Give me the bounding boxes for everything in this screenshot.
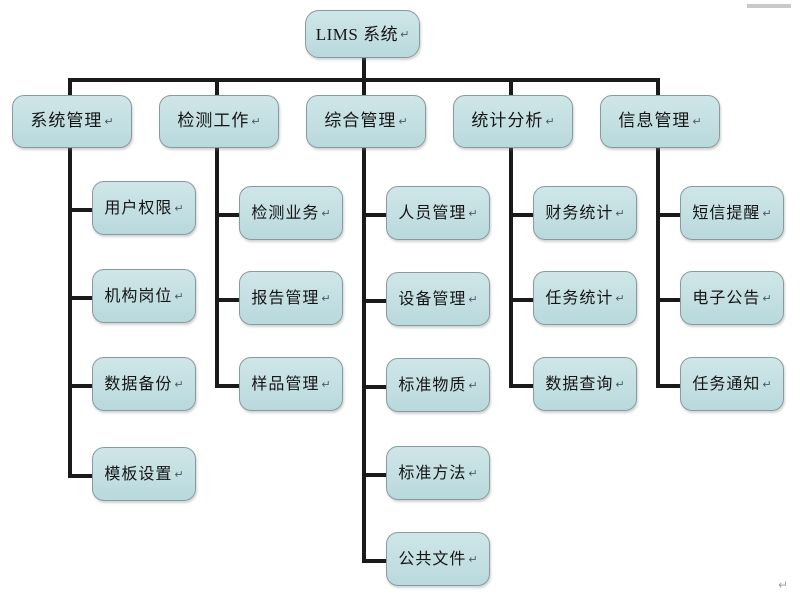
node-branch-1-child-1-label: 用户权限 — [104, 198, 173, 217]
connector-spine-branch-4 — [509, 148, 513, 388]
node-branch-3-child-5-label: 公共文件 — [398, 549, 467, 568]
node-branch-1-child-2-label: 机构岗位 — [104, 286, 173, 305]
node-branch-3-child-2[interactable]: 设备管理↵ — [386, 272, 490, 326]
node-branch-3-child-1-label: 人员管理 — [398, 203, 467, 222]
node-branch-1-child-3-label: 数据备份 — [104, 374, 173, 393]
node-branch-4-child-3-label: 数据查询 — [545, 374, 614, 393]
node-branch-2-child-3-label: 样品管理 — [251, 374, 320, 393]
node-branch-1-child-2[interactable]: 机构岗位↵ — [92, 269, 196, 323]
node-branch-4-child-1-label: 财务统计 — [545, 203, 614, 222]
return-mark-icon: ↵ — [400, 27, 410, 41]
node-branch-4[interactable]: 统计分析↵ — [453, 95, 573, 148]
node-branch-5-child-3-label: 任务通知 — [692, 374, 761, 393]
return-mark-icon: ↵ — [545, 115, 555, 128]
connector-stub-1-4 — [68, 474, 94, 478]
connector-spine-branch-3 — [362, 148, 366, 562]
node-branch-1-child-3[interactable]: 数据备份↵ — [92, 357, 196, 411]
connector-stub-1-3 — [68, 384, 94, 388]
node-branch-2-child-2-label: 报告管理 — [251, 288, 320, 307]
node-branch-4-child-1[interactable]: 财务统计↵ — [533, 186, 637, 240]
node-branch-1[interactable]: 系统管理↵ — [12, 95, 132, 148]
return-mark-icon: ↵ — [174, 289, 184, 303]
node-branch-2[interactable]: 检测工作↵ — [159, 95, 279, 148]
return-mark-icon: ↵ — [692, 115, 702, 128]
node-branch-3-child-4-label: 标准方法 — [398, 463, 467, 482]
node-branch-5-child-3[interactable]: 任务通知↵ — [680, 357, 784, 411]
connector-stub-2-3 — [215, 384, 241, 388]
node-branch-3-child-4[interactable]: 标准方法↵ — [386, 446, 490, 500]
connector-stub-3-1 — [362, 213, 388, 217]
top-right-artifact — [747, 4, 791, 8]
connector-spine-branch-1 — [68, 148, 72, 478]
node-branch-2-child-1-label: 检测业务 — [251, 203, 320, 222]
node-branch-5-child-1[interactable]: 短信提醒↵ — [680, 186, 784, 240]
bottom-right-return-mark: ↵ — [778, 578, 789, 592]
return-mark-icon: ↵ — [762, 206, 772, 220]
return-mark-icon: ↵ — [321, 206, 331, 220]
node-branch-1-child-1[interactable]: 用户权限↵ — [92, 181, 196, 235]
node-branch-3-child-1[interactable]: 人员管理↵ — [386, 186, 490, 240]
return-mark-icon: ↵ — [615, 377, 625, 391]
connector-stub-5-2 — [656, 298, 682, 302]
node-branch-2-child-2[interactable]: 报告管理↵ — [239, 271, 343, 325]
connector-spine-branch-2 — [215, 148, 219, 388]
node-branch-5-child-2-label: 电子公告 — [692, 288, 761, 307]
node-branch-3-child-2-label: 设备管理 — [398, 289, 467, 308]
node-branch-5-label: 信息管理 — [618, 111, 691, 131]
return-mark-icon: ↵ — [615, 291, 625, 305]
return-mark-icon: ↵ — [398, 115, 408, 128]
connector-stub-2-2 — [215, 298, 241, 302]
return-mark-icon: ↵ — [762, 377, 772, 391]
connector-stub-3-4 — [362, 473, 388, 477]
node-branch-4-child-3[interactable]: 数据查询↵ — [533, 357, 637, 411]
node-branch-5[interactable]: 信息管理↵ — [600, 95, 720, 148]
return-mark-icon: ↵ — [468, 552, 478, 566]
return-mark-icon: ↵ — [762, 291, 772, 305]
node-branch-1-child-4-label: 模板设置 — [104, 464, 173, 483]
return-mark-icon: ↵ — [615, 206, 625, 220]
return-mark-icon: ↵ — [468, 206, 478, 220]
connector-root-stem — [362, 58, 366, 80]
node-branch-5-child-1-label: 短信提醒 — [692, 203, 761, 222]
node-branch-3-child-5[interactable]: 公共文件↵ — [386, 532, 490, 586]
connector-stub-1-1 — [68, 208, 94, 212]
node-branch-3-label: 综合管理 — [324, 111, 397, 131]
connector-stub-3-3 — [362, 385, 388, 389]
return-mark-icon: ↵ — [468, 466, 478, 480]
node-branch-3[interactable]: 综合管理↵ — [306, 95, 426, 148]
node-branch-2-child-3[interactable]: 样品管理↵ — [239, 357, 343, 411]
node-branch-5-child-2[interactable]: 电子公告↵ — [680, 271, 784, 325]
connector-stub-4-3 — [509, 384, 535, 388]
connector-stub-4-1 — [509, 213, 535, 217]
node-branch-4-child-2-label: 任务统计 — [545, 288, 614, 307]
connector-stub-5-3 — [656, 384, 682, 388]
return-mark-icon: ↵ — [321, 291, 331, 305]
return-mark-icon: ↵ — [174, 467, 184, 481]
return-mark-icon: ↵ — [321, 377, 331, 391]
return-mark-icon: ↵ — [174, 201, 184, 215]
return-mark-icon: ↵ — [174, 377, 184, 391]
node-branch-3-child-3[interactable]: 标准物质↵ — [386, 358, 490, 412]
node-branch-2-child-1[interactable]: 检测业务↵ — [239, 186, 343, 240]
return-mark-icon: ↵ — [468, 378, 478, 392]
connector-stub-4-2 — [509, 298, 535, 302]
node-branch-2-label: 检测工作 — [177, 111, 250, 131]
node-branch-3-child-3-label: 标准物质 — [398, 375, 467, 394]
node-branch-1-label: 系统管理 — [30, 111, 103, 131]
connector-stub-5-1 — [656, 213, 682, 217]
node-root-label: LIMS 系统 — [315, 24, 399, 44]
connector-stub-3-5 — [362, 559, 388, 563]
node-branch-1-child-4[interactable]: 模板设置↵ — [92, 447, 196, 501]
connector-spine-branch-5 — [656, 148, 660, 388]
return-mark-icon: ↵ — [468, 292, 478, 306]
return-mark-icon: ↵ — [104, 115, 114, 128]
node-branch-4-child-2[interactable]: 任务统计↵ — [533, 271, 637, 325]
node-branch-4-label: 统计分析 — [471, 111, 544, 131]
node-root[interactable]: LIMS 系统↵ — [305, 10, 420, 58]
connector-stub-2-1 — [215, 213, 241, 217]
connector-stub-3-2 — [362, 299, 388, 303]
return-mark-icon: ↵ — [251, 115, 261, 128]
connector-stub-1-2 — [68, 296, 94, 300]
